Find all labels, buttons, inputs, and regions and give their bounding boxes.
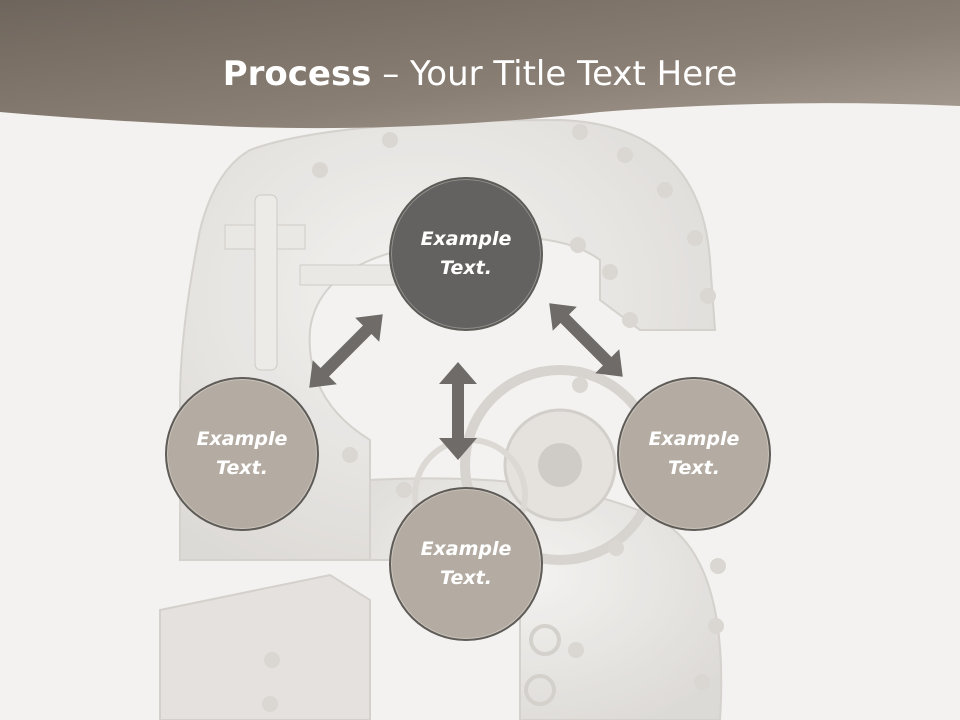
double-arrow-vertical-icon [439, 362, 477, 460]
circle-left-line1: Example [196, 428, 288, 450]
slide-title: Process – Your Title Text Here [0, 50, 960, 98]
circle-top-line2: Text. [440, 257, 492, 279]
circle-top-line1: Example [420, 228, 512, 250]
double-arrow-left-icon [309, 314, 383, 388]
header-band [0, 0, 960, 129]
title-bold: Process [222, 54, 372, 94]
circle-right-line1: Example [648, 428, 740, 450]
circle-center-line1: Example [420, 538, 512, 560]
circle-left-line2: Text. [216, 457, 268, 479]
double-arrow-right-icon [549, 303, 623, 377]
title-rest: – Your Title Text Here [371, 54, 738, 94]
circle-right-line2: Text. [668, 457, 720, 479]
circle-center-line2: Text. [440, 567, 492, 589]
